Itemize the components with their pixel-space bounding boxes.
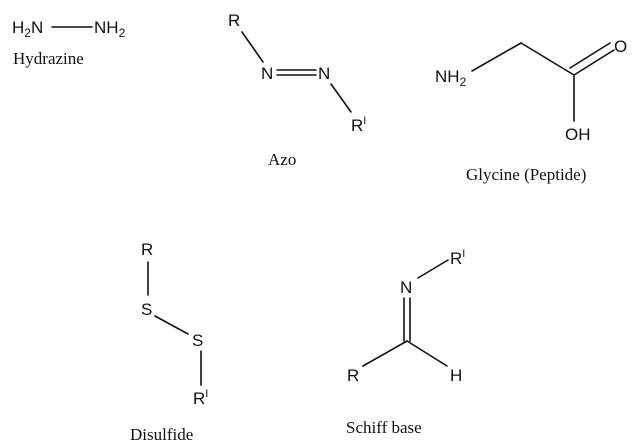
glycine-label: Glycine (Peptide) bbox=[466, 165, 586, 184]
glycine-nh2-atom: NH2 bbox=[435, 67, 467, 89]
glycine-c-o-double-a bbox=[573, 49, 615, 76]
schiff-h-atom: H bbox=[450, 366, 462, 385]
azo-r-atom: R bbox=[228, 11, 240, 30]
hydrazine-left-atom: H2N bbox=[12, 18, 43, 40]
azo-n-rprime-bond bbox=[330, 83, 352, 113]
disulfide-label: Disulfide bbox=[130, 425, 193, 444]
hydrazine-structure: H2N NH2 Hydrazine bbox=[12, 18, 126, 68]
azo-n1-atom: N bbox=[261, 64, 273, 83]
azo-label: Azo bbox=[268, 150, 296, 169]
glycine-n-c-bond bbox=[471, 42, 522, 72]
schiff-n-rprime-bond bbox=[417, 259, 449, 279]
glycine-c-c-bond bbox=[520, 42, 575, 76]
schiff-base-label: Schiff base bbox=[346, 418, 422, 437]
schiff-c-h-bond bbox=[406, 340, 448, 367]
disulfide-structure: R S S RI Disulfide bbox=[130, 240, 208, 444]
azo-r-n-bond bbox=[241, 31, 264, 63]
glycine-structure: NH2 O OH Glycine (Peptide) bbox=[435, 37, 627, 184]
schiff-rprime-atom: RI bbox=[450, 248, 465, 268]
azo-n2-atom: N bbox=[318, 64, 330, 83]
disulfide-s1-atom: S bbox=[141, 300, 152, 319]
hydrazine-right-atom: NH2 bbox=[94, 18, 126, 40]
glycine-c-o-double-b bbox=[569, 42, 611, 69]
disulfide-rprime-atom: RI bbox=[193, 388, 208, 408]
glycine-oh-atom: OH bbox=[565, 125, 591, 144]
schiff-base-structure: RI N R H Schiff base bbox=[346, 248, 465, 437]
schiff-r-atom: R bbox=[347, 366, 359, 385]
azo-rprime-atom: RI bbox=[351, 115, 366, 135]
azo-structure: R N N RI Azo bbox=[228, 11, 366, 169]
schiff-n-atom: N bbox=[400, 278, 412, 297]
disulfide-r-atom: R bbox=[141, 240, 153, 259]
disulfide-s2-atom: S bbox=[192, 331, 203, 350]
hydrazine-label: Hydrazine bbox=[13, 49, 84, 68]
disulfide-s-s-bond bbox=[154, 315, 189, 335]
glycine-o-atom: O bbox=[614, 37, 627, 56]
schiff-c-r-bond bbox=[362, 340, 408, 367]
